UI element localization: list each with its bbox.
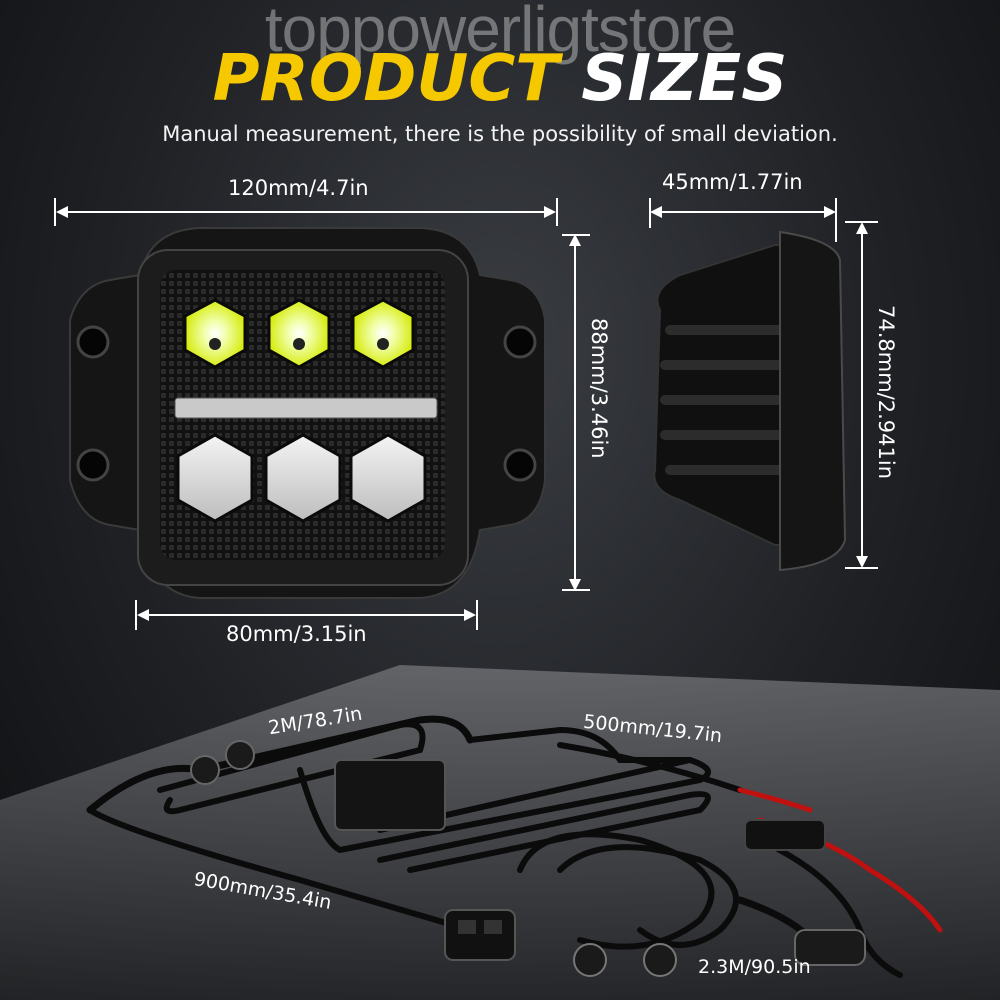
title-part-2: SIZES bbox=[581, 42, 788, 116]
connector-plug-3 bbox=[573, 943, 607, 977]
relay-box bbox=[334, 759, 446, 831]
front-width-label: 120mm/4.7in bbox=[228, 176, 369, 200]
front-height-label: 88mm/3.46in bbox=[587, 318, 611, 459]
switch-box bbox=[444, 909, 516, 961]
cable-d-label: 2.3M/90.5in bbox=[698, 956, 811, 978]
side-depth-label: 45mm/1.77in bbox=[662, 170, 803, 194]
side-height-label: 74.8mm/2.941in bbox=[874, 305, 898, 480]
front-light-view bbox=[69, 227, 546, 599]
connector-plug-5 bbox=[794, 929, 866, 966]
side-light-view bbox=[653, 230, 847, 572]
title-part-1: PRODUCT bbox=[212, 42, 559, 116]
connector-plug-2 bbox=[225, 740, 255, 770]
connector-plug-4 bbox=[643, 943, 677, 977]
page-title: PRODUCT SIZES bbox=[0, 42, 1000, 116]
connector-plug-1 bbox=[190, 755, 220, 785]
fuse-holder bbox=[744, 819, 826, 851]
front-inner-width-label: 80mm/3.15in bbox=[226, 622, 367, 646]
page-subtitle: Manual measurement, there is the possibi… bbox=[162, 122, 838, 146]
watermark-text: toppowerligtstore bbox=[264, 0, 736, 65]
